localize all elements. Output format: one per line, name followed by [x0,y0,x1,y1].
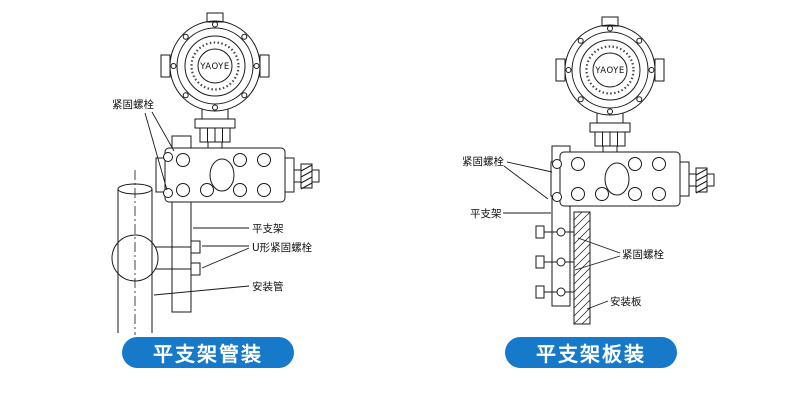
leader-fastening-bolts-1 [507,162,552,172]
u-bolt-clamp [112,235,200,281]
figure-plate-mount-drawing: YAOYE [462,0,800,335]
head-right-cap [260,55,269,77]
transmitter-neck [590,113,630,152]
leader-fastening-bolts-1 [152,112,174,151]
flat-bracket [552,146,570,306]
brand-logo-text: YAOYE [594,66,625,76]
caption-pipe-mount-button[interactable]: 平支架管装 [122,337,294,368]
leader-lines [145,112,249,295]
leader-u-bolt-2 [202,248,249,268]
head-right-cap [655,59,664,81]
label-mounting-pipe: 安装管 [252,280,284,293]
u-bolt-nuts [191,241,200,275]
label-fastening-bolts-plate: 紧固螺栓 [622,248,664,261]
label-flat-bracket: 平支架 [252,223,284,235]
leader-fastening-bolts-2 [504,166,548,199]
leader-mounting-plate [587,301,608,309]
bracket-fastening-bolts [553,160,562,202]
mounting-pipe [118,170,152,335]
head-bolts [171,22,259,110]
head-left-cap [556,59,565,81]
process-connector [294,164,319,189]
process-connector [689,168,714,193]
leader-plate-bolts-2 [575,256,620,270]
head-left-cap [161,55,170,77]
brand-logo-text: YAOYE [199,62,230,72]
label-u-bolts: U形紧固螺栓 [252,241,313,254]
nameplate-text-ring [192,43,239,90]
head-bolts [566,26,654,114]
leader-lines [503,162,620,309]
capsule-body [551,152,689,206]
plate-fastening-bolts [536,226,574,298]
figure-pipe-mount-drawing: YAOYE [0,0,400,335]
label-mounting-plate: 安装板 [610,295,642,308]
transmitter-neck [195,109,235,148]
bracket-fastening-bolts [164,153,173,198]
label-flat-bracket: 平支架 [470,208,502,220]
leader-fastening-bolts-2 [145,113,167,190]
nameplate-text-ring [587,47,634,94]
label-fastening-bolts: 紧固螺栓 [112,98,154,111]
transmitter: YAOYE [551,17,714,206]
capsule-body [156,148,294,202]
leader-mounting-pipe [154,286,249,295]
leader-plate-bolts-1 [578,238,620,253]
flat-bracket [172,136,191,312]
transmitter: YAOYE [156,13,319,202]
label-fastening-bolts: 紧固螺栓 [462,155,504,168]
caption-plate-mount-button[interactable]: 平支架板装 [505,337,677,368]
